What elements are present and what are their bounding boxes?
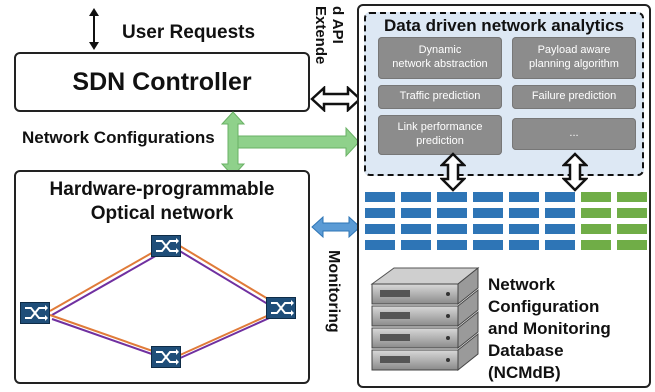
record-block (617, 192, 647, 202)
record-block (473, 192, 503, 202)
analytics-tile-line1: Traffic prediction (399, 90, 481, 103)
record-block (509, 208, 539, 218)
record-block (401, 240, 431, 250)
record-block (401, 224, 431, 234)
optical-switch-icon (266, 297, 296, 319)
analytics-tile-line2: network abstraction (392, 58, 488, 70)
record-block (617, 224, 647, 234)
record-block (473, 208, 503, 218)
record-block (473, 240, 503, 250)
optical-switch-icon (151, 346, 181, 368)
optical-switch-icon (20, 302, 50, 324)
record-block (581, 240, 611, 250)
extended-api-label: Extende (312, 6, 329, 64)
record-block (581, 208, 611, 218)
analytics-tile: ... (512, 118, 636, 150)
ncmdb-label-line4: Database (488, 341, 564, 360)
switch-cross-icon (156, 238, 179, 254)
extended-api-label-2: d API (329, 6, 346, 44)
optical-network-title-line2: Optical network (90, 203, 234, 224)
analytics-tile: Traffic prediction (378, 85, 502, 109)
record-block (401, 208, 431, 218)
optical-network-title-line1: Hardware-programmable (49, 179, 275, 200)
database-records-grid (365, 192, 649, 252)
record-block (545, 192, 575, 202)
record-block (365, 224, 395, 234)
database-arrow-left (440, 152, 466, 192)
optical-network-title: Hardware-programmable Optical network (16, 178, 308, 226)
record-block (581, 224, 611, 234)
network-configurations-arrows (220, 111, 360, 177)
monitoring-arrow (311, 215, 361, 239)
switch-cross-icon (156, 349, 179, 365)
user-requests-arrow (89, 8, 99, 50)
server-stack-icon (370, 266, 480, 372)
ncmdb-label-line1: Network (488, 275, 556, 294)
analytics-tile-line1: Dynamic (418, 44, 462, 57)
record-block (365, 208, 395, 218)
record-block (437, 192, 467, 202)
analytics-tile-line2: planning algorithm (529, 58, 619, 70)
analytics-tile-line1: ... (569, 127, 579, 140)
optical-links (49, 245, 279, 360)
record-block (509, 240, 539, 250)
record-block (437, 208, 467, 218)
record-block (401, 192, 431, 202)
analytics-tile-line2: prediction (416, 135, 464, 147)
sdn-controller-label: SDN Controller (72, 68, 252, 96)
network-configurations-label: Network Configurations (22, 128, 215, 147)
optical-switch-icon (151, 235, 181, 257)
ncmdb-label-line2: Configuration (488, 297, 600, 316)
record-block (437, 240, 467, 250)
record-block (581, 192, 611, 202)
record-block (617, 208, 647, 218)
record-block (437, 224, 467, 234)
record-block (617, 240, 647, 250)
extended-api-arrow (310, 86, 362, 112)
switch-cross-icon (25, 305, 48, 321)
extended-api-label-part1: Extende (312, 6, 329, 65)
record-block (545, 240, 575, 250)
analytics-tile-line1: Failure prediction (531, 90, 617, 103)
record-block (509, 224, 539, 234)
record-block (545, 208, 575, 218)
sdn-controller-box: SDN Controller (14, 52, 310, 112)
analytics-tile: Failure prediction (512, 85, 636, 109)
record-block (509, 192, 539, 202)
ncmdb-label-line5: (NCMdB) (488, 363, 561, 382)
analytics-tile-line1: Link performance (397, 121, 483, 134)
extended-api-label-part2: d API (329, 6, 346, 44)
record-block (545, 224, 575, 234)
ncmdb-label-line3: and Monitoring (488, 319, 611, 338)
record-block (473, 224, 503, 234)
analytics-title: Data driven network analytics (384, 16, 624, 35)
ncmdb-label: Network Configuration and Monitoring Dat… (488, 274, 611, 384)
switch-cross-icon (271, 300, 294, 316)
user-requests-label: User Requests (122, 22, 256, 43)
record-block (365, 192, 395, 202)
analytics-tile-line1: Payload aware (537, 44, 611, 57)
monitoring-label: Monitoring (325, 250, 342, 333)
record-block (365, 240, 395, 250)
database-arrow-right (562, 152, 588, 192)
